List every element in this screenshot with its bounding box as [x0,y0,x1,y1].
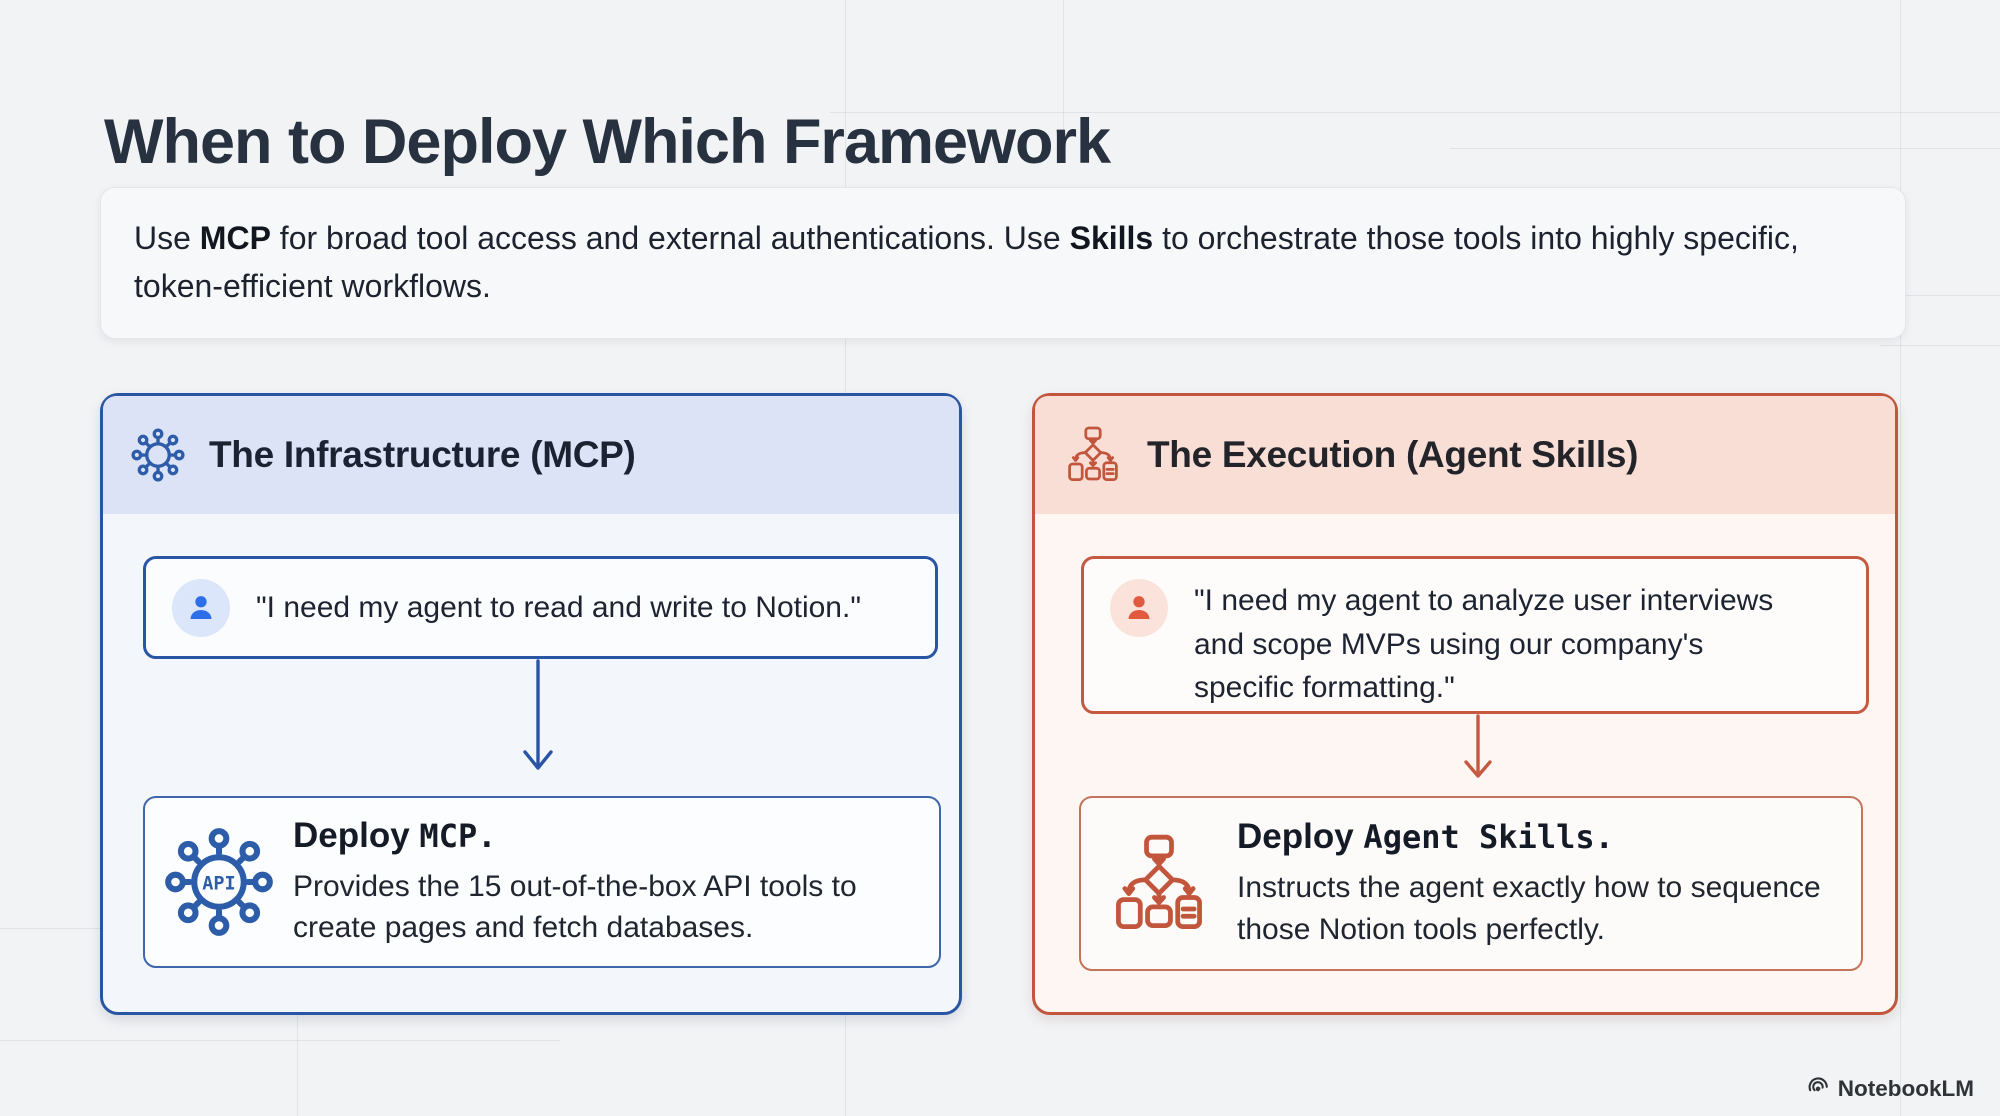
mcp-deploy-title: Deploy MCP. [293,815,497,855]
skills-quote-card: "I need my agent to analyze user intervi… [1081,556,1869,714]
skills-panel-title: The Execution (Agent Skills) [1147,434,1639,475]
mcp-panel-title: The Infrastructure (MCP) [209,434,636,475]
intro-summary-box: Use MCP for broad tool access and extern… [100,187,1906,339]
grid-line [1900,0,1901,1116]
grid-line [0,1040,560,1041]
mcp-quote-text: "I need my agent to read and write to No… [256,590,861,624]
flowchart-icon [1063,425,1123,485]
skills-deploy-name: Agent Skills. [1363,818,1614,857]
grid-line [1880,295,2000,296]
skills-deploy-title: Deploy Agent Skills. [1237,817,1614,857]
skills-deploy-text: Deploy Agent Skills. Instructs the agent… [1237,817,1837,950]
api-label: API [202,873,235,894]
skills-deploy-description: Instructs the agent exactly how to seque… [1237,871,1821,946]
intro-bold-skills: Skills [1069,220,1154,256]
mcp-deploy-description: Provides the 15 out-of-the-box API tools… [293,869,857,944]
grid-line [1880,345,2000,346]
notebooklm-brand-label: NotebookLM [1837,1076,1974,1101]
arrow-down-icon [1464,714,1492,778]
mcp-deploy-text: Deploy MCP. Provides the 15 out-of-the-b… [293,816,893,949]
skills-quote-text: "I need my agent to analyze user intervi… [1194,584,1774,704]
notebooklm-brand: NotebookLM [1806,1074,1974,1104]
intro-text: Use MCP for broad tool access and extern… [134,220,1799,304]
grid-line [830,112,2000,113]
mcp-deploy-card: API Deploy MCP. Provides the 15 out-of-t… [143,796,941,968]
grid-line [1063,0,1064,160]
api-hub-icon: API [159,826,279,938]
network-hub-icon [131,428,185,482]
page-title: When to Deploy Which Framework [104,107,1111,178]
grid-line [1450,148,2000,149]
arrow-down-icon [523,659,553,770]
mcp-panel-header: The Infrastructure (MCP) [103,396,959,514]
skills-deploy-card: Deploy Agent Skills. Instructs the agent… [1079,796,1863,971]
intro-bold-mcp: MCP [199,220,271,256]
grid-line [297,960,298,1116]
user-icon [1110,579,1168,637]
skills-panel-header: The Execution (Agent Skills) [1035,396,1895,514]
mcp-quote-card: "I need my agent to read and write to No… [143,556,938,659]
skills-panel: The Execution (Agent Skills) "I need my … [1032,393,1898,1015]
user-icon [172,578,230,637]
mcp-deploy-name: MCP. [419,816,497,855]
notebooklm-logo-icon [1806,1074,1830,1104]
flowchart-icon [1099,832,1219,936]
mcp-panel: The Infrastructure (MCP) "I need my agen… [100,393,962,1015]
